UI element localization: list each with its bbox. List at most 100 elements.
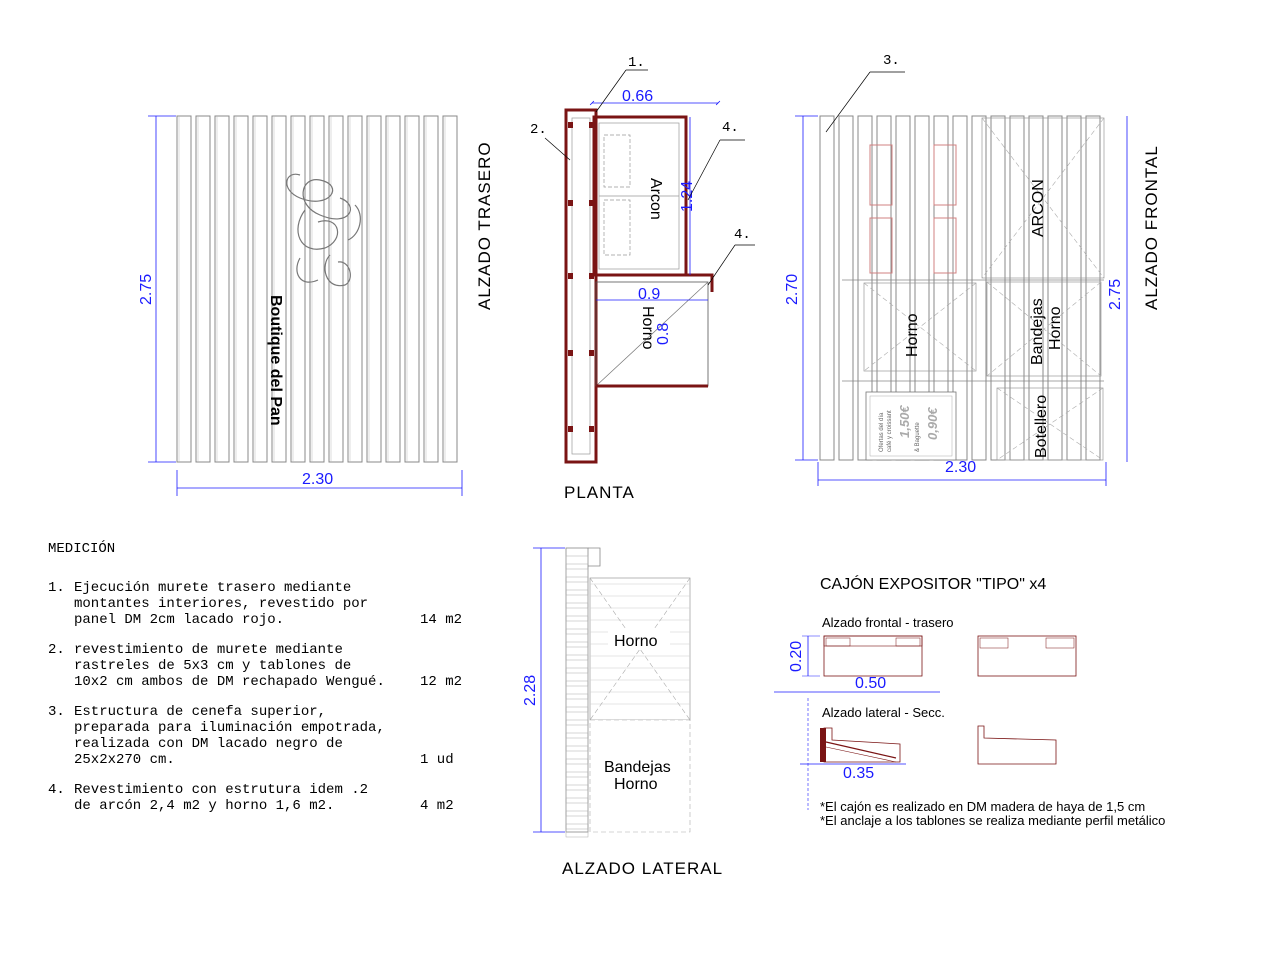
- plan-stud: [568, 350, 573, 356]
- front-plank: [838, 115, 854, 461]
- front-plank: [990, 115, 1006, 461]
- medicion-item: 2. revestimiento de murete medianterastre…: [48, 642, 462, 690]
- medicion-item-line: revestimiento de murete mediante: [74, 642, 343, 658]
- front-planks: [819, 115, 1104, 461]
- rear-title: ALZADO TRASERO: [475, 141, 494, 310]
- display-box-detail: CAJÓN EXPOSITOR "TIPO" x4 Alzado frontal…: [774, 574, 1165, 828]
- side-slat: [565, 594, 589, 604]
- medicion-item-line: panel DM 2cm lacado rojo.: [74, 612, 284, 628]
- plan-studs: [568, 122, 594, 432]
- side-slat: [565, 828, 589, 838]
- front-plank: [1066, 115, 1082, 461]
- front-plank: [857, 115, 873, 461]
- side-slat: [565, 568, 589, 578]
- cajon-title: CAJÓN EXPOSITOR "TIPO" x4: [820, 574, 1046, 593]
- plan-stud: [568, 426, 573, 432]
- side-slat: [565, 633, 589, 643]
- plan-stud: [589, 350, 594, 356]
- medicion-item-line: 10x2 cm ambos de DM rechapado Wengué.: [74, 674, 385, 690]
- medicion-items: 1.Ejecución murete trasero mediantemonta…: [48, 580, 462, 814]
- side-slat: [565, 672, 589, 682]
- plan-stud: [589, 426, 594, 432]
- rear-plank: [233, 115, 249, 463]
- side-slat: [565, 789, 589, 799]
- plan-arcon-label: Arcon: [647, 178, 664, 220]
- front-plank: [971, 115, 987, 461]
- sign-line-5: 0,90€: [925, 407, 940, 440]
- rear-plank: [176, 115, 192, 463]
- medicion-item-number: 4.: [48, 782, 65, 798]
- medicion-item-qty: 4 m2: [420, 798, 454, 814]
- side-title: ALZADO LATERAL: [562, 859, 723, 878]
- front-plank: [819, 115, 835, 461]
- cajon-width-dim: 0.50: [855, 675, 886, 692]
- cajon-depth-dim: 0.35: [843, 765, 874, 782]
- side-slat: [565, 607, 589, 617]
- cajon-note-1: *El cajón es realizado en DM madera de h…: [820, 799, 1145, 814]
- medicion-item-qty: 14 m2: [420, 612, 462, 628]
- front-height-right-dim: 2.75: [1107, 279, 1124, 310]
- side-slat: [565, 659, 589, 669]
- side-slat: [565, 724, 589, 734]
- medicion-item: 3. Estructura de cenefa superior,preparad…: [48, 704, 454, 768]
- side-height-dim: 2.28: [522, 675, 539, 706]
- side-slat: [565, 763, 589, 773]
- front-bandejas-label-2: Horno: [1047, 306, 1064, 350]
- medicion-item-number: 2.: [48, 642, 65, 658]
- side-slat: [565, 698, 589, 708]
- front-horno-label: Horno: [904, 313, 921, 357]
- rear-plank: [423, 115, 439, 463]
- measurement-list: MEDICIÓN 1.Ejecución murete trasero medi…: [48, 539, 462, 814]
- medicion-item-line: 25x2x270 cm.: [74, 752, 175, 768]
- plan-stud: [589, 122, 594, 128]
- medicion-item-line: realizada con DM lacado negro de: [74, 736, 343, 752]
- side-slat: [565, 750, 589, 760]
- front-width-dim: 2.30: [945, 459, 976, 476]
- plan-arcon-dim: 1.24: [679, 181, 696, 212]
- rear-plank: [347, 115, 363, 463]
- plan-horno-label: Horno: [639, 306, 656, 350]
- medicion-item-line: rastreles de 5x3 cm y tablones de: [74, 658, 351, 674]
- medicion-item-line: Estructura de cenefa superior,: [74, 704, 326, 720]
- medicion-item-qty: 12 m2: [420, 674, 462, 690]
- plan-title: PLANTA: [564, 483, 635, 502]
- rear-planks: [176, 115, 458, 463]
- rear-plank: [195, 115, 211, 463]
- sign-line-3: 1,50€: [897, 405, 912, 438]
- plan-top-dim: 0.66: [622, 88, 653, 105]
- rear-plank: [385, 115, 401, 463]
- medicion-item-number: 3.: [48, 704, 65, 720]
- medicion-item-line: de arcón 2,4 m2 y horno 1,6 m2.: [74, 798, 334, 814]
- plan-stud: [568, 273, 573, 279]
- side-slat: [565, 620, 589, 630]
- sign-line-2: café y croissant: [887, 410, 893, 452]
- medicion-item: 4. Revestimiento con estrutura idem .2de …: [48, 782, 454, 814]
- rear-plank: [328, 115, 344, 463]
- rear-plank: [214, 115, 230, 463]
- front-plank: [1047, 115, 1063, 461]
- medicion-item: 1.Ejecución murete trasero mediantemonta…: [48, 580, 462, 628]
- sign-line-1: Ofertas del día: [879, 412, 885, 452]
- cajon-front-subtitle: Alzado frontal - trasero: [822, 615, 954, 630]
- medicion-item-line: preparada para iluminación empotrada,: [74, 720, 385, 736]
- side-bandejas-label-1: Bandejas: [604, 759, 671, 776]
- rear-brand-text: Boutique del Pan: [267, 295, 284, 426]
- side-elevation: Horno Bandejas Horno 2.28 ALZADO LATERAL: [522, 547, 723, 878]
- rear-width-dim: 2.30: [302, 471, 333, 488]
- rear-plank: [290, 115, 306, 463]
- medicion-item-line: Revestimiento con estrutura idem .2: [74, 782, 368, 798]
- callout-1: 1.: [628, 55, 645, 71]
- rear-plank: [366, 115, 382, 463]
- medicion-item-qty: 1 ud: [420, 752, 454, 768]
- front-plank: [1009, 115, 1025, 461]
- side-slat: [565, 776, 589, 786]
- rear-plank: [309, 115, 325, 463]
- bakery-logo: [286, 173, 361, 287]
- callout-4b: 4.: [734, 227, 751, 243]
- callout-2: 2.: [530, 122, 547, 138]
- front-plank: [1085, 115, 1101, 461]
- side-slat: [565, 646, 589, 656]
- plan-stud: [589, 273, 594, 279]
- front-height-left-dim: 2.70: [784, 274, 801, 305]
